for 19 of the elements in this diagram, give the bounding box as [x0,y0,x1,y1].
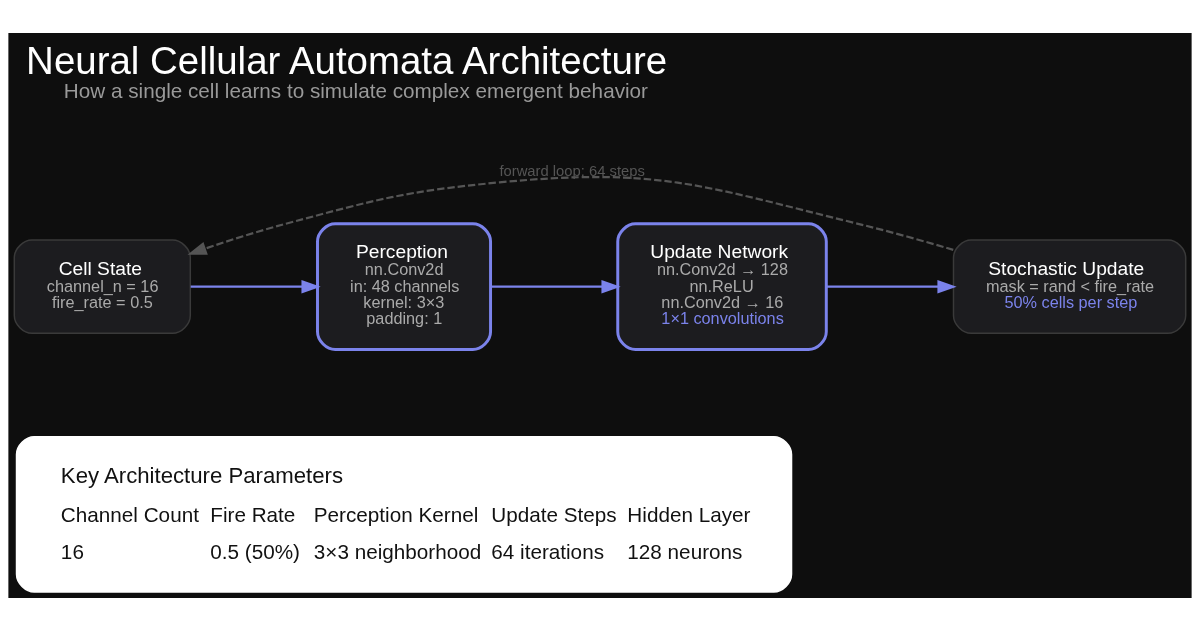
label: Fire Rate [210,502,296,526]
arrow [190,279,321,293]
label: 3×3 neighborhood [313,539,482,563]
node-box: Cell State channel_n = 16 fire_rate = 0.5 [13,238,192,334]
arrow [491,279,621,293]
label: Perception Kernel [313,502,479,526]
arrow [187,175,954,255]
node-box: Stochastic Update mask = rand < fire_rate 50% cells per step [952,238,1187,334]
label: 16 [60,539,84,563]
arrow [826,279,957,293]
node-box: Update Network nn.Conv2d → 128 nn.ReLU nn.Conv2d → 16 1×1 convolutions [616,221,828,351]
label: Channel Count [60,502,199,526]
label: 64 iterations [491,539,604,563]
label: Update Steps [491,502,617,526]
edge-label: forward loop: 64 steps [499,162,645,179]
label: 0.5 (50%) [210,539,300,563]
label: Hidden Layer [627,502,751,526]
label: 128 neurons [627,539,743,563]
node-box: Perception nn.Conv2d in: 48 channels kernel: 3×3 padding: 1 [316,221,493,351]
